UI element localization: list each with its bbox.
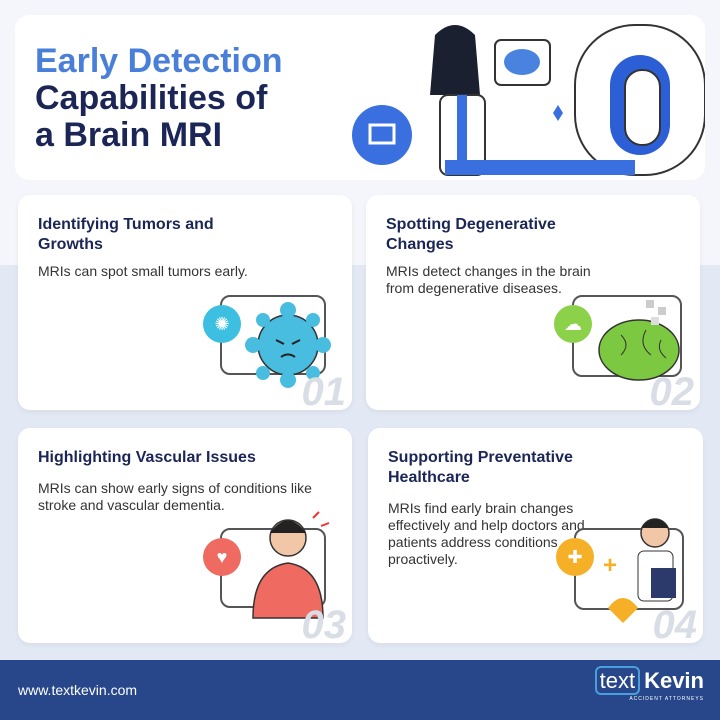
card-title: Identifying Tumors and Growths <box>38 216 214 253</box>
brain-illustration <box>598 300 680 381</box>
card-degenerative: Spotting Degenerative Changes MRIs detec… <box>366 195 700 410</box>
card-title: Spotting Degenerative Changes <box>386 216 556 253</box>
mri-doctor-illustration <box>352 24 705 176</box>
virus-icon: ✺ <box>203 305 241 343</box>
card-text: MRIs detect changes in the brain from de… <box>386 263 591 296</box>
svg-text:+: + <box>603 552 617 579</box>
card-number: 02 <box>649 370 695 410</box>
card-preventative: Supporting Preventative Healthcare MRIs … <box>368 428 703 643</box>
card-number: 01 <box>301 370 347 410</box>
card-text: MRIs find early brain changes effectivel… <box>388 500 585 567</box>
card-title: Highlighting Vascular Issues <box>38 449 256 466</box>
header-banner: Early Detection Capabilities of a Brain … <box>15 15 705 180</box>
doctor-tablet-illustration: + <box>603 518 676 623</box>
person-headache-illustration <box>252 511 330 619</box>
heart-icon: ♥ <box>203 538 241 576</box>
brain-icon: ☁ <box>554 305 592 343</box>
card-vascular: Highlighting Vascular Issues MRIs can sh… <box>18 428 352 643</box>
card-tumors: Identifying Tumors and Growths MRIs can … <box>18 195 352 410</box>
card-number: 03 <box>301 603 347 643</box>
virus-illustration <box>245 302 331 388</box>
card-text: MRIs can show early signs of conditions … <box>38 480 312 513</box>
website-link[interactable]: www.textkevin.com <box>18 682 138 698</box>
card-title: Supporting Preventative Healthcare <box>388 449 573 486</box>
healthcare-icon: ✚ <box>556 538 594 576</box>
page-title: Early Detection Capabilities of a Brain … <box>35 42 283 154</box>
card-number: 04 <box>652 603 698 643</box>
card-text: MRIs can spot small tumors early. <box>38 263 248 279</box>
